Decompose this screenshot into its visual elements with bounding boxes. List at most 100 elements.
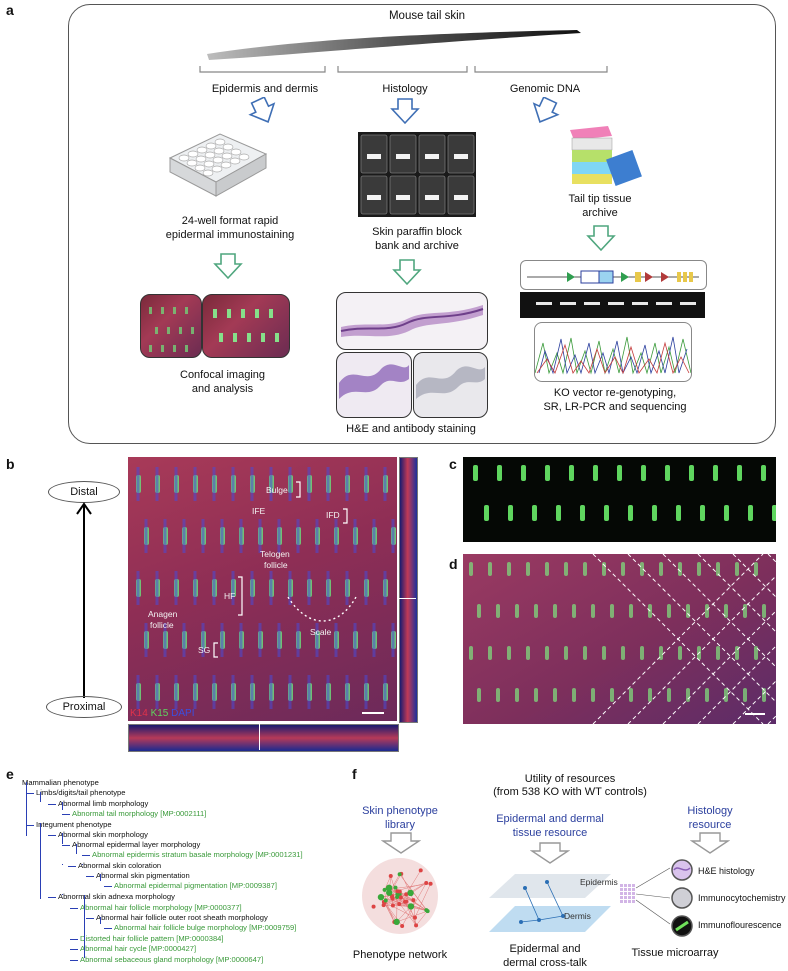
follicle-mark	[534, 604, 538, 618]
tma-core	[632, 900, 635, 903]
network-node	[398, 895, 403, 900]
crosshair-line	[259, 724, 260, 750]
pcr-gel-image	[520, 292, 705, 318]
tissue-archive-illustration	[570, 126, 642, 186]
network-edge	[414, 883, 431, 918]
follicle-mark	[697, 562, 701, 576]
follicle-mark	[678, 562, 682, 576]
col2-step1-line2: bank and archive	[375, 240, 459, 252]
tma-core	[628, 896, 631, 899]
label-telogen-line1: Telogen	[260, 549, 290, 559]
confocal-follicle-pattern	[213, 309, 279, 342]
tree-item: Abnormal hair follicle outer root sheath…	[96, 913, 268, 922]
follicle-mark	[705, 688, 709, 702]
network-node	[371, 904, 376, 909]
tree-item: Abnormal skin pigmentation	[96, 871, 190, 880]
tree-connector	[104, 928, 112, 929]
col1-header-line2: library	[385, 819, 415, 831]
follicle-mark	[469, 646, 473, 660]
network-node	[385, 884, 393, 891]
follicle-mark	[553, 604, 557, 618]
panel-label-e: e	[6, 766, 14, 782]
k15-follicle-mark	[641, 465, 646, 481]
tissue-microarray-grid	[620, 867, 671, 925]
network-edge	[383, 901, 416, 918]
panel-label-f: f	[352, 766, 357, 782]
mouse-tail-illustration	[207, 30, 581, 60]
confocal-image-right	[202, 294, 290, 358]
tree-connector	[62, 845, 70, 846]
follicle-mark	[564, 562, 568, 576]
col2-header: Histology	[382, 83, 428, 95]
col2-footer-line1: Epidermal and	[509, 943, 581, 955]
follicle-mark	[572, 688, 576, 702]
network-node	[390, 895, 395, 900]
network-node	[397, 902, 402, 907]
network-node	[424, 881, 429, 886]
tree-item: Abnormal epidermis stratum basale morpho…	[92, 850, 303, 859]
col3-item1: H&E histology	[698, 866, 755, 876]
col2-header-line1: Epidermal and dermal	[496, 813, 604, 825]
follicle-mark	[526, 646, 530, 660]
k15-follicle-mark	[665, 465, 670, 481]
epidermis-label: Epidermis	[580, 877, 618, 887]
orthogonal-view-horizontal	[128, 724, 399, 752]
tma-core	[632, 884, 635, 887]
follicle-mark	[724, 604, 728, 618]
tma-core	[632, 888, 635, 891]
follicle-mark	[526, 562, 530, 576]
col2-header-line2: tissue resource	[512, 827, 588, 839]
network-node	[407, 903, 415, 910]
k15-follicle-mark	[497, 465, 502, 481]
follicle-mark	[488, 646, 492, 660]
k15-channel-image	[463, 457, 776, 542]
network-node	[393, 885, 398, 890]
follicle-mark	[678, 646, 682, 660]
network-edge	[396, 910, 428, 923]
col3-step2-line1: KO vector re-genotyping,	[553, 387, 677, 399]
tma-core	[620, 900, 623, 903]
network-node	[407, 889, 414, 897]
follicle-mark	[507, 562, 511, 576]
tree-item: Abnormal hair cycle [MP:0000427]	[80, 944, 197, 953]
follicle-mark	[716, 646, 720, 660]
follicle-mark	[754, 646, 758, 660]
tree-connector	[100, 917, 101, 924]
section-brackets	[199, 66, 608, 73]
orthogonal-view-vertical	[399, 457, 418, 723]
tree-item: Abnormal skin adnexa morphology	[58, 892, 175, 901]
scale-boundary-line	[592, 554, 764, 724]
tree-connector	[68, 866, 76, 867]
tma-core	[632, 892, 635, 895]
network-node	[418, 868, 423, 873]
follicle-mark	[572, 604, 576, 618]
k15-follicle-mark	[545, 465, 550, 481]
he-image-top	[336, 292, 488, 350]
tma-core	[628, 884, 631, 887]
tree-item: Abnormal epidermal layer morphology	[72, 840, 201, 849]
network-node	[397, 889, 402, 894]
panel-label-d: d	[449, 556, 458, 572]
network-node	[411, 898, 416, 903]
network-node	[400, 923, 405, 928]
col3-item2: Immunocytochemistry	[698, 893, 786, 903]
network-node	[402, 899, 407, 904]
k15-follicle-mark	[652, 505, 657, 521]
network-node	[414, 923, 419, 928]
network-node	[428, 881, 433, 886]
immunocytochemistry-circle	[671, 887, 693, 909]
panel-label-b: b	[6, 456, 15, 472]
distal-label: Distal	[48, 481, 120, 503]
network-edge	[401, 882, 427, 927]
col1-step1-line2: epidermal immunostaining	[165, 229, 295, 241]
follicle-mark	[667, 604, 671, 618]
arrow-down-icon	[690, 832, 730, 854]
scale-boundary-line	[732, 554, 776, 598]
tissue-layers-illustration	[489, 874, 611, 932]
network-node	[395, 894, 400, 899]
network-node	[425, 909, 430, 914]
network-edge	[391, 895, 406, 902]
follicle-mark	[686, 688, 690, 702]
col3-footer: Tissue microarray	[631, 947, 719, 959]
